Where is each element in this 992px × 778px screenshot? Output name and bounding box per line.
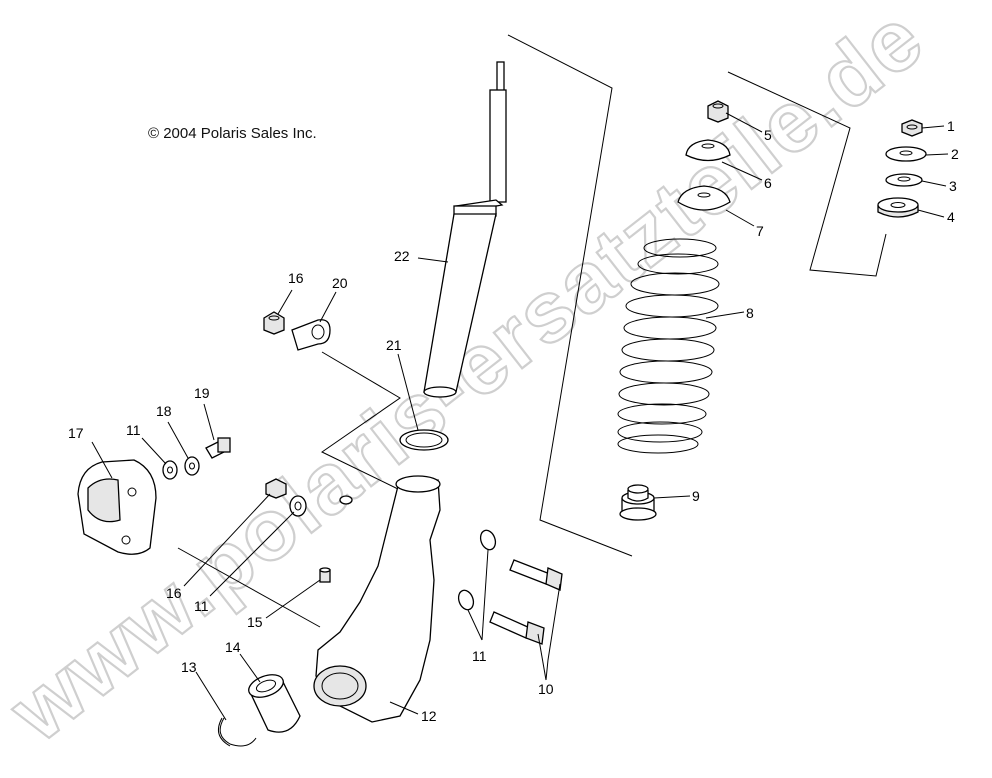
- nut-1: [901, 119, 923, 137]
- bleeder-15: [319, 567, 331, 583]
- callout-11-middle: 11: [194, 598, 209, 614]
- o-ring-21: [399, 429, 449, 451]
- callout-14: 14: [225, 639, 241, 655]
- callout-2: 2: [951, 146, 959, 162]
- spring-seat-7: [677, 185, 731, 211]
- callout-13: 13: [181, 659, 197, 675]
- callout-7: 7: [756, 223, 764, 239]
- callout-11-right: 11: [472, 648, 487, 664]
- callout-22: 22: [394, 248, 410, 264]
- callout-3: 3: [949, 178, 957, 194]
- washer-3: [885, 173, 923, 187]
- bolts-10: [489, 559, 563, 645]
- coil-spring-8: [617, 238, 720, 454]
- clamp-20: [291, 319, 331, 351]
- callout-16-lower: 16: [166, 585, 182, 601]
- callout-21: 21: [386, 337, 402, 353]
- watermark: www.polaris-ersatzteile.de: [0, 0, 942, 762]
- washer-11-middle: [289, 495, 307, 517]
- washer-11-left: [162, 460, 178, 480]
- callout-18: 18: [156, 403, 172, 419]
- callout-6: 6: [764, 175, 772, 191]
- callout-20: 20: [332, 275, 348, 291]
- copyright-text: © 2004 Polaris Sales Inc.: [148, 125, 317, 142]
- nut-16-upper: [263, 311, 285, 335]
- callout-16-upper: 16: [288, 270, 304, 286]
- callout-17: 17: [68, 425, 84, 441]
- callout-12: 12: [421, 708, 437, 724]
- bump-stop-9: [619, 484, 657, 521]
- washer-2: [885, 146, 927, 162]
- spring-retainer-6: [685, 139, 731, 162]
- snap-ring-13: [217, 717, 257, 747]
- callout-8: 8: [746, 305, 754, 321]
- callout-15: 15: [247, 614, 263, 630]
- brake-caliper-17: [77, 459, 157, 555]
- bearing-14: [248, 674, 301, 733]
- assembly-guide-lines: [177, 34, 887, 628]
- callout-9: 9: [692, 488, 700, 504]
- callout-4: 4: [947, 209, 955, 225]
- callout-numbers: 1 2 3 4 5 6 7 8 9 10 11 11 11 12 13 14 1…: [68, 118, 959, 724]
- callout-10: 10: [538, 681, 554, 697]
- callout-19: 19: [194, 385, 210, 401]
- steering-knuckle-12: [313, 475, 441, 723]
- callout-5: 5: [764, 127, 772, 143]
- shock-absorber-22: [423, 61, 507, 398]
- nut-5: [707, 100, 729, 123]
- washer-18: [184, 456, 200, 476]
- callout-11-left: 11: [126, 422, 141, 438]
- bolt-19: [205, 437, 231, 459]
- washers-11-right: [457, 529, 497, 611]
- leader-lines: [91, 112, 949, 721]
- bushing-4: [877, 197, 919, 218]
- callout-1: 1: [947, 118, 955, 134]
- nut-16-lower: [265, 478, 287, 499]
